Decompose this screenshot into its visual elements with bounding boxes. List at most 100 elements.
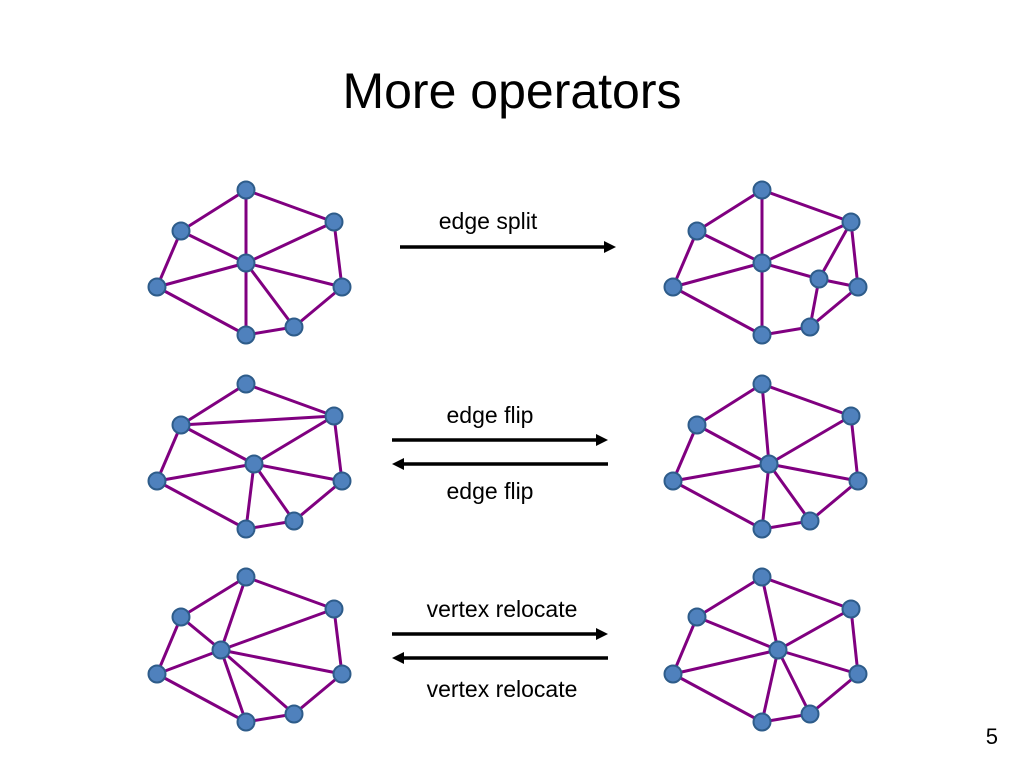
edge-flip-forward-label: edge flip [446,402,534,428]
relocate-after-mesh-vertex [663,664,683,684]
flip-after-mesh-edge [808,479,860,523]
edge-flip-forward-arrow-head [596,434,608,446]
split-before-mesh-vertex [332,277,352,297]
flip-before-mesh-vertex [147,471,167,491]
split-after-mesh-edge [695,188,764,233]
relocate-before-mesh-vertex [284,704,304,724]
split-after-mesh-vertex [663,277,683,297]
split-after-mesh-vertex [800,317,820,337]
split-before-mesh-vertex [324,212,344,232]
flip-after-mesh-vertex [752,519,772,539]
relocate-before-mesh-edge [332,607,344,676]
split-after-mesh-edge [671,229,699,289]
flip-before-mesh-vertex [236,374,256,394]
relocate-after-mesh-edge [671,615,699,676]
split-after-mesh-vertex [841,212,861,232]
flip-after-mesh-edge [760,382,853,418]
flip-after-mesh-vertex [800,511,820,531]
relocate-after-mesh-edge [760,575,853,611]
split-after-mesh-edge [849,220,860,289]
split-after-mesh-edge [760,188,853,224]
split-before-mesh-edge [244,261,296,329]
flip-before-mesh-edge [252,462,296,523]
split-before-mesh-vertex [236,325,256,345]
relocate-after-mesh-edge [808,672,860,716]
flip-after-mesh-edge [760,462,771,531]
flip-after-mesh-vertex [759,454,779,474]
split-after-mesh-vertex [848,277,868,297]
relocate-before-mesh-edge [219,648,296,716]
flip-after-mesh-edge [695,382,764,427]
flip-after-mesh-edge [695,423,771,466]
relocate-before-mesh-vertex [236,567,256,587]
relocate-after-mesh-edge [760,648,780,724]
split-before-mesh-vertex [236,180,256,200]
flip-after-mesh-edge [671,423,699,483]
edge-flip-backward-arrow-head [392,458,404,470]
split-before-mesh-edge [155,285,248,337]
flip-before-mesh-edge [244,462,256,531]
relocate-before-mesh-edge [155,615,183,676]
split-after-mesh-vertex [687,221,707,241]
flip-after-mesh-edge [849,414,860,483]
relocate-before-mesh-edge [292,672,344,716]
split-before-mesh-vertex [171,221,191,241]
split-after-mesh-edge [671,261,764,289]
split-before-mesh-edge [292,285,344,329]
relocate-after-mesh-edge [695,615,780,652]
flip-before-mesh-edge [292,479,344,523]
flip-before-mesh-vertex [244,454,264,474]
page-number: 5 [985,724,998,749]
split-after-mesh-edge [695,229,764,265]
split-after-mesh-edge [808,285,860,329]
flip-before-mesh-edge [244,382,336,418]
relocate-before-mesh-edge [219,607,336,652]
relocate-after-mesh-edge [776,648,860,676]
split-before-mesh-vertex [284,317,304,337]
relocate-after-mesh-vertex [848,664,868,684]
split-after-mesh-edge [760,220,853,265]
flip-before-mesh-vertex [332,471,352,491]
edge-split-arrow-head [604,241,616,253]
split-after-mesh-vertex [752,253,772,273]
relocate-before-mesh-edge [179,575,248,619]
relocate-before-mesh-edge [155,672,248,724]
relocate-before-mesh-vertex [324,599,344,619]
vertex-relocate-forward-label: vertex relocate [426,596,578,622]
split-before-mesh-edge [179,229,248,265]
flip-after-mesh-edge [671,479,764,531]
split-after-mesh-vertex [809,269,829,289]
vertex-relocate-backward-label: vertex relocate [426,676,578,702]
relocate-after-mesh-edge [760,575,780,652]
relocate-after-mesh-vertex [752,567,772,587]
relocate-after-mesh-vertex [841,599,861,619]
vertex-relocate-forward-arrow-head [596,628,608,640]
split-after-mesh-vertex [752,180,772,200]
flip-after-mesh-vertex [848,471,868,491]
relocate-before-mesh-edge [244,575,336,611]
flip-after-mesh-vertex [841,406,861,426]
flip-before-mesh-vertex [236,519,256,539]
flip-after-mesh-edge [767,462,812,523]
relocate-after-mesh-edge [776,648,812,716]
relocate-after-mesh-vertex [687,607,707,627]
flip-before-mesh-vertex [324,406,344,426]
split-after-mesh-edge [671,285,764,337]
relocate-before-mesh-vertex [236,712,256,732]
relocate-before-mesh-edge [219,575,248,652]
edge-split-label: edge split [438,208,538,234]
relocate-after-mesh-edge [671,648,780,676]
split-before-mesh-edge [155,261,248,289]
flip-after-mesh-vertex [687,415,707,435]
split-before-mesh-edge [179,188,248,233]
split-after-mesh-vertex [752,325,772,345]
flip-before-mesh-edge [179,423,256,466]
flip-after-mesh-edge [760,382,771,466]
split-before-mesh-edge [155,229,183,289]
flip-before-mesh-edge [155,462,256,483]
split-before-mesh-vertex [236,253,256,273]
split-before-mesh-edge [332,220,344,289]
relocate-after-mesh-edge [776,607,853,652]
relocate-before-mesh-edge [219,648,248,724]
